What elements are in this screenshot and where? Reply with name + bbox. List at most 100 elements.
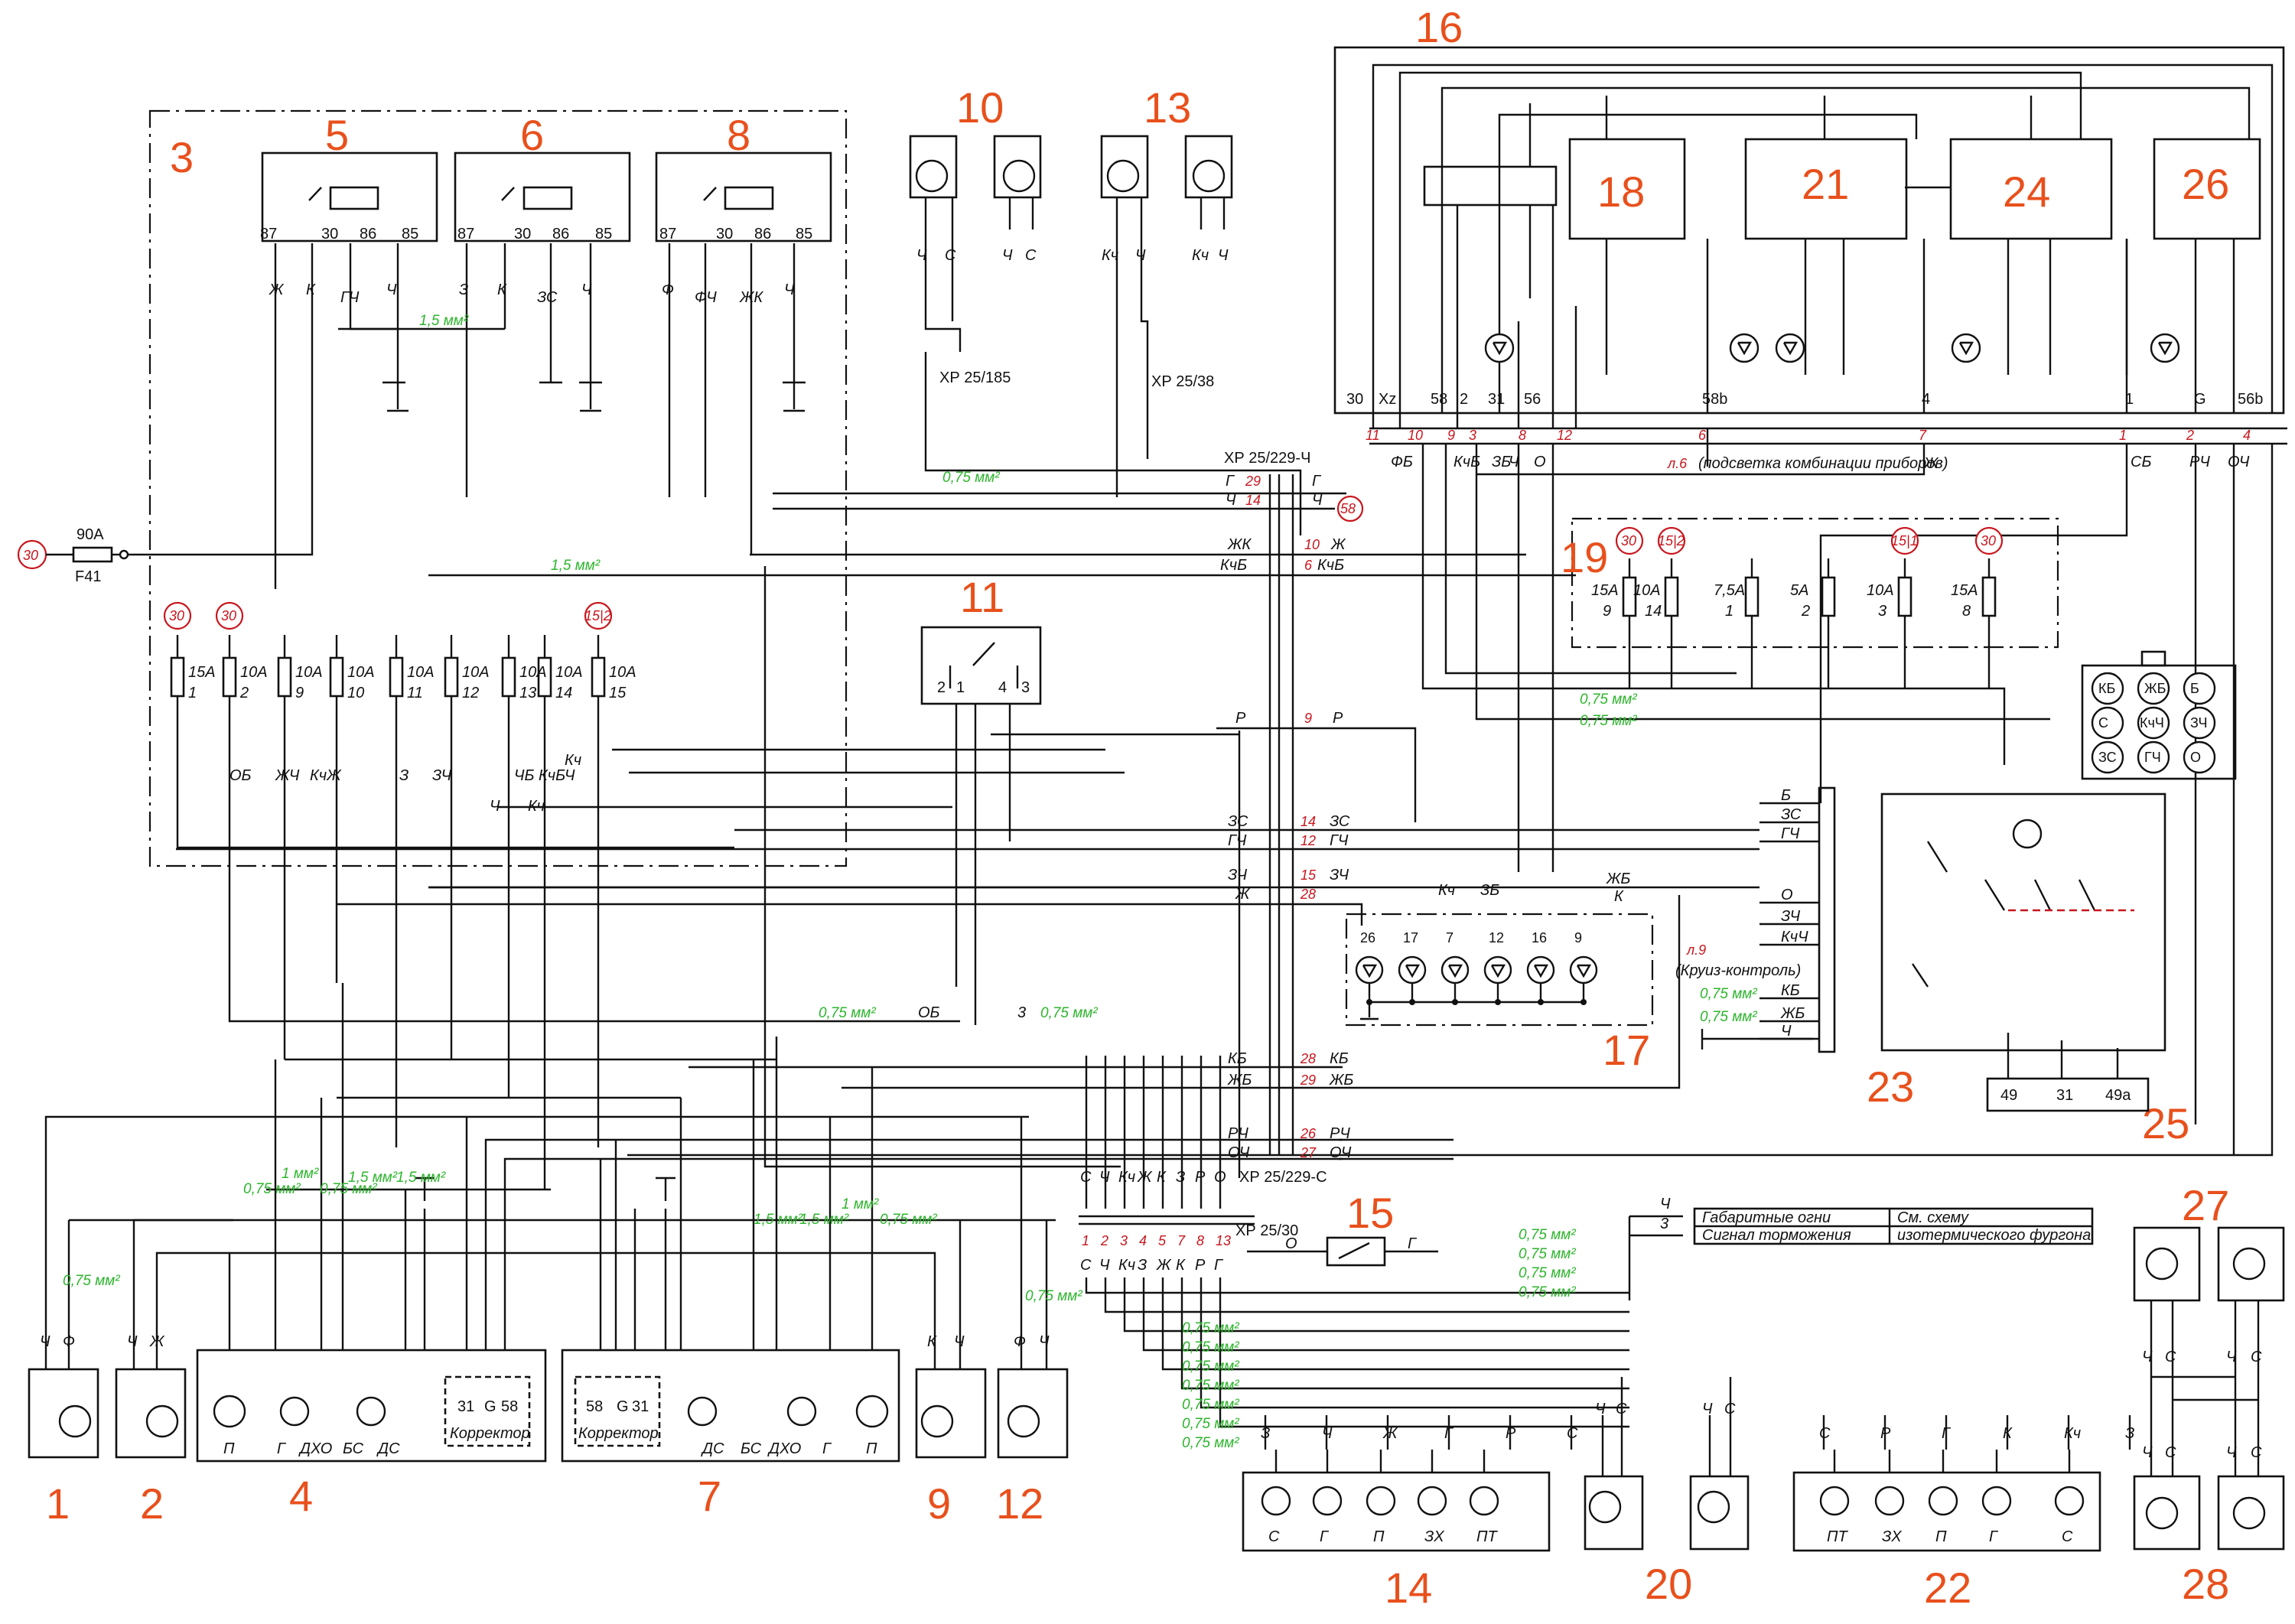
component-number-13: 13 — [1144, 83, 1191, 132]
component-number-7: 7 — [698, 1472, 721, 1520]
svg-text:12: 12 — [1557, 428, 1572, 443]
svg-text:26: 26 — [1300, 1126, 1317, 1141]
svg-text:Кч: Кч — [1438, 882, 1455, 899]
svg-text:РЧ: РЧ — [1228, 1125, 1248, 1142]
cluster-pin-2: 2 — [1460, 391, 1468, 408]
trailer-row2: Сигнал торможения — [1702, 1227, 1851, 1244]
svg-text:РЧ: РЧ — [2189, 454, 2210, 470]
fuse-block3-rating: 10A — [240, 664, 268, 681]
plug-cell-code: ГЧ — [2144, 750, 2161, 765]
lamps14-lamp-3: ЗХ — [1417, 1450, 1447, 1545]
relay-6-pin-86: 86 — [552, 226, 569, 242]
component-number-19: 19 — [1561, 533, 1608, 581]
headlamp-4-corrector: Корректор — [450, 1425, 530, 1442]
switch-15-wire-size-0: 0,75 мм² — [1519, 1227, 1576, 1243]
fuse-block19-1: 7,5A1 — [1714, 558, 1760, 688]
xp30-pin-1: С1С — [1080, 1056, 1629, 1294]
wire-size-kb: 0,75 мм² — [1700, 986, 1757, 1002]
plug-cell-code: ЖБ — [2144, 681, 2166, 696]
relay-5-wire-2: К — [306, 282, 316, 298]
relay-6-pin-85: 85 — [595, 226, 612, 242]
svg-text:О: О — [1534, 454, 1546, 470]
svg-text:Р: Р — [1235, 710, 1246, 727]
led-17-12: 12 — [1483, 930, 1512, 1005]
switch-23: 49 31 49a — [1818, 786, 2166, 1112]
svg-text:3: 3 — [1469, 428, 1476, 443]
lamps14-code: П — [1373, 1528, 1385, 1545]
fuse-wire-label-chb: ЧБ — [514, 767, 534, 784]
module-18 — [1568, 138, 1686, 240]
fuse-block3-number: 9 — [295, 685, 304, 701]
svg-text:КБ: КБ — [1330, 1050, 1349, 1067]
component-number-23: 23 — [1867, 1063, 1914, 1111]
xp30-bottom-label: Ж — [1156, 1257, 1172, 1274]
svg-text:ЗБ: ЗБ — [1492, 454, 1511, 470]
svg-text:Г: Г — [1226, 473, 1235, 490]
xp30-wire-size-0: 0,75 мм² — [1182, 1320, 1239, 1336]
connector-xp30: ХР 25/30 — [1235, 1222, 1298, 1239]
plug-cell-0: КБ — [2091, 672, 2124, 705]
fuse-block3-rating: 10A — [519, 664, 547, 681]
led-17-7: 7 — [1440, 930, 1470, 1005]
relay-5-pin-85: 85 — [402, 226, 418, 242]
component-number-16: 16 — [1415, 3, 1463, 51]
component-number-14: 14 — [1385, 1564, 1432, 1612]
svg-text:1: 1 — [2119, 428, 2127, 443]
xp30-pin-number: 8 — [1196, 1233, 1204, 1248]
svg-text:С: С — [2165, 1349, 2176, 1365]
fuse-wire-label-kchzh: КчЖ — [310, 767, 342, 784]
switch-23-wire-3: О — [1760, 887, 1819, 904]
lamps22-lamp-4: С — [2054, 1450, 2085, 1545]
relay-5-pin-86: 86 — [360, 226, 376, 242]
xp30-pin-4: Ж4З — [1137, 1056, 1629, 1352]
svg-text:Ч: Ч — [2142, 1444, 2153, 1461]
switch-23-wire-8: Ч — [1760, 1023, 1819, 1040]
fuse-wire-label-ob: ОБ — [230, 767, 252, 784]
plug-cell-code: КБ — [2098, 681, 2115, 696]
svg-text:К: К — [927, 1333, 937, 1350]
svg-text:КчБ: КчБ — [1454, 454, 1480, 470]
wire-size-zhb: 0,75 мм² — [1700, 1009, 1757, 1025]
xp30-pin-number: 4 — [1139, 1233, 1147, 1248]
switch-23-wire-1: ЗС — [1760, 806, 1819, 824]
svg-text:2: 2 — [2186, 428, 2194, 443]
svg-text:Ч: Ч — [2226, 1444, 2237, 1461]
xp30-wire-size-5: 0,75 мм² — [1182, 1416, 1239, 1432]
fuse-block3-source: 30 — [169, 608, 184, 623]
switch-23-wire-label: КБ — [1781, 982, 1800, 999]
xp30-wire-size-3: 0,75 мм² — [1182, 1378, 1239, 1394]
fuse-block19-number: 1 — [1725, 603, 1733, 620]
led-17-pin: 17 — [1403, 930, 1418, 945]
fuse-block3-number: 11 — [407, 685, 423, 701]
svg-text:ЖБ: ЖБ — [1606, 871, 1630, 887]
svg-text:Г: Г — [1312, 473, 1322, 490]
switch-15-wire-size-3: 0,75 мм² — [1519, 1284, 1576, 1300]
svg-text:РЧ: РЧ — [1330, 1125, 1350, 1142]
connector-xp229-ch-body — [1268, 474, 1294, 1155]
switch-23-wire-label: ЗЧ — [1781, 908, 1801, 925]
svg-text:ОЧ: ОЧ — [1330, 1144, 1352, 1161]
lamp-10-wire-s2: С — [1025, 247, 1037, 264]
svg-text:Ж: Ж — [149, 1333, 165, 1350]
svg-text:29: 29 — [1300, 1072, 1316, 1088]
fuse-block3-rating: 10A — [347, 664, 375, 681]
cluster-led-0 — [1484, 333, 1515, 363]
xp30-wire-size-2: 0,75 мм² — [1182, 1359, 1239, 1375]
wire-size-h7-a: 1,5 мм² — [754, 1212, 803, 1228]
block-3-outline — [148, 109, 848, 867]
lamp-group-10: Ч С Ч С ХР 25/185 — [909, 135, 1302, 535]
fuse-block19-rating: 10A — [1633, 582, 1661, 599]
fuse-block3-number: 12 — [462, 685, 479, 701]
relay-8-wire-2: ФЧ — [695, 289, 717, 306]
component-number-8: 8 — [727, 111, 750, 159]
trailer-row1: Габаритные огни — [1702, 1209, 1831, 1226]
wire-size-z: 0,75 мм² — [1040, 1005, 1098, 1021]
cluster-pin-g: G — [2194, 391, 2206, 408]
relay-6-pin-87: 87 — [457, 226, 474, 242]
